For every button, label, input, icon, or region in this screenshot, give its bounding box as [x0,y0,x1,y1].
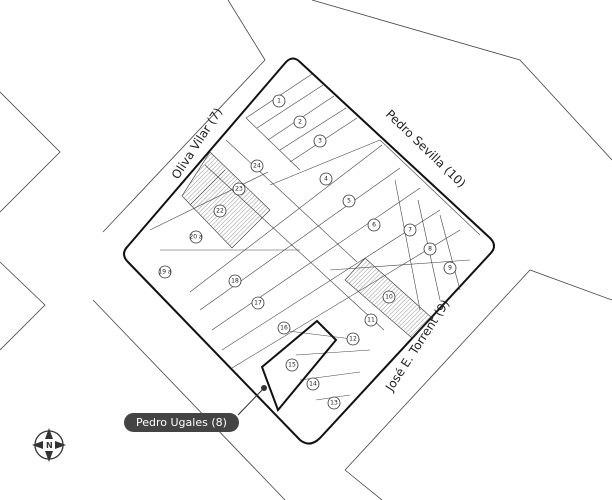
lot-marker-circle [342,194,356,208]
lot-marker[interactable]: 18 [228,274,242,288]
compass-icon [32,428,66,462]
lot-marker-circle [382,290,396,304]
lot-marker-circle [251,296,265,310]
lot-marker-circle [319,172,333,186]
lot-marker[interactable]: 8 [423,242,437,256]
lot-number: 16 [280,325,288,332]
callout-pointer [237,385,267,416]
lot-marker[interactable]: 5 [342,194,356,208]
lot-number: 19 a [158,269,172,276]
lot-number: 23 [235,186,243,193]
lot-marker[interactable]: 16 [277,321,291,335]
lot-marker[interactable]: 3 [313,134,327,148]
lot-marker[interactable]: 7 [403,223,417,237]
lot-marker-circle [367,218,381,232]
compass-north-label: N [46,441,53,450]
lot-marker-circle [423,242,437,256]
lot-number: 9 [448,265,452,272]
lot-marker[interactable]: 9 [443,261,457,275]
lot-marker[interactable]: 1 [272,94,286,108]
lot-marker[interactable]: 2 [293,115,307,129]
lot-number: 7 [408,227,412,234]
lot-number: 18 [231,278,239,285]
lot-marker-circle [250,159,264,173]
lot-marker[interactable]: 10 [382,290,396,304]
lot-number: 22 [216,208,224,215]
lot-marker-circle [189,230,203,244]
lot-marker-circle [443,261,457,275]
lot-marker-circle [293,115,307,129]
lot-marker[interactable]: 17 [251,296,265,310]
lot-marker[interactable]: 23 [232,182,246,196]
lot-marker[interactable]: 12 [346,332,360,346]
lot-marker-circle [285,358,299,372]
lot-number: 24 [253,163,261,170]
lot-number: 10 [385,294,393,301]
lot-marker[interactable]: 19 a [158,265,172,279]
lot-marker[interactable]: 22 [213,204,227,218]
lot-marker-circle [272,94,286,108]
lot-number: 5 [347,198,351,205]
lot-number: 12 [349,336,357,343]
lot-number: 15 [288,362,296,369]
lot-marker-circle [327,396,341,410]
lot-marker-circle [277,321,291,335]
lot-marker[interactable]: 11 [364,313,378,327]
lot-number: 13 [330,400,338,407]
lot-marker[interactable]: 13 [327,396,341,410]
lot-number: 14 [309,381,317,388]
block-outline [123,57,495,445]
lot-marker-circle [346,332,360,346]
highlighted-parcel[interactable] [260,319,338,412]
lot-marker-circle [403,223,417,237]
lot-number: 17 [254,300,262,307]
lot-marker[interactable]: 14 [306,377,320,391]
lot-number: 1 [277,98,281,105]
lot-number: 6 [372,222,376,229]
lot-number: 11 [367,317,375,324]
lot-number: 20 a [189,234,203,241]
lot-number: 3 [318,138,322,145]
lot-marker[interactable]: 24 [250,159,264,173]
parcel-callout-label[interactable]: Pedro Ugales (8) [124,413,239,432]
lot-marker[interactable]: 6 [367,218,381,232]
lot-marker-circle [232,182,246,196]
lot-marker-circle [213,204,227,218]
lot-marker-circle [158,265,172,279]
lot-number: 2 [298,119,302,126]
lot-marker-circle [313,134,327,148]
lot-number: 4 [324,176,328,183]
lot-marker-circle [306,377,320,391]
lot-marker[interactable]: 15 [285,358,299,372]
lot-marker-circle [364,313,378,327]
lot-number: 8 [428,246,432,253]
lot-marker[interactable]: 20 a [189,230,203,244]
lot-marker-circle [228,274,242,288]
lot-marker[interactable]: 4 [319,172,333,186]
